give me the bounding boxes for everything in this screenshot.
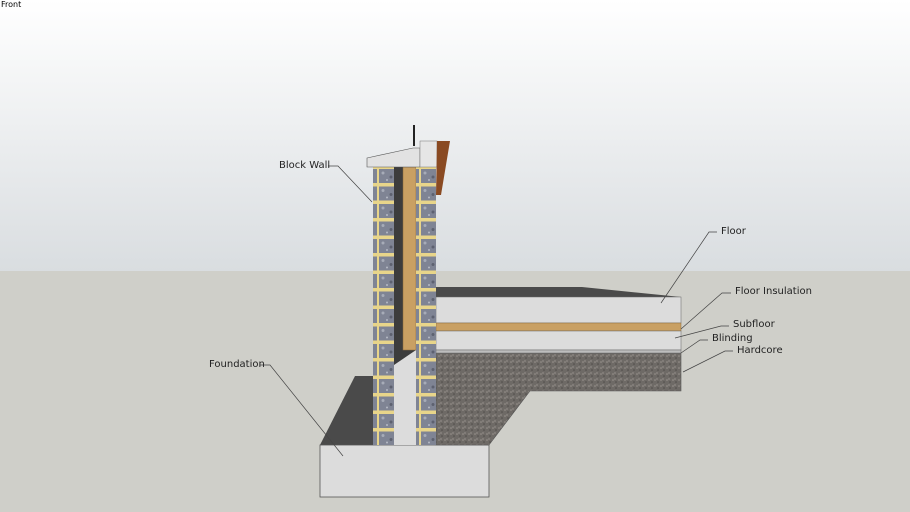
label-floor-insulation: Floor Insulation — [735, 286, 812, 297]
view-name-label: Front — [1, 0, 22, 9]
blinding — [435, 349, 682, 354]
cavity-shadow — [394, 167, 416, 365]
foundation-top-shadow — [320, 376, 373, 445]
label-subfloor: Subfloor — [733, 319, 775, 330]
cavity-insulation — [402, 166, 417, 351]
subfloor — [435, 330, 682, 351]
label-hardcore: Hardcore — [737, 345, 783, 356]
floor-top-shadow — [436, 287, 681, 297]
label-foundation: Foundation — [209, 359, 265, 370]
outer-block-leaf — [416, 167, 436, 445]
inner-block-leaf — [373, 167, 394, 445]
floor — [435, 296, 682, 324]
label-blinding: Blinding — [712, 333, 753, 344]
label-floor: Floor — [721, 226, 746, 237]
leader-lines — [260, 165, 733, 457]
floor-insulation — [435, 322, 682, 332]
sky — [0, 0, 910, 271]
roof-void — [419, 140, 438, 168]
foundation — [319, 444, 490, 498]
label-block-wall: Block Wall — [279, 160, 331, 171]
fascia-board — [436, 141, 450, 195]
